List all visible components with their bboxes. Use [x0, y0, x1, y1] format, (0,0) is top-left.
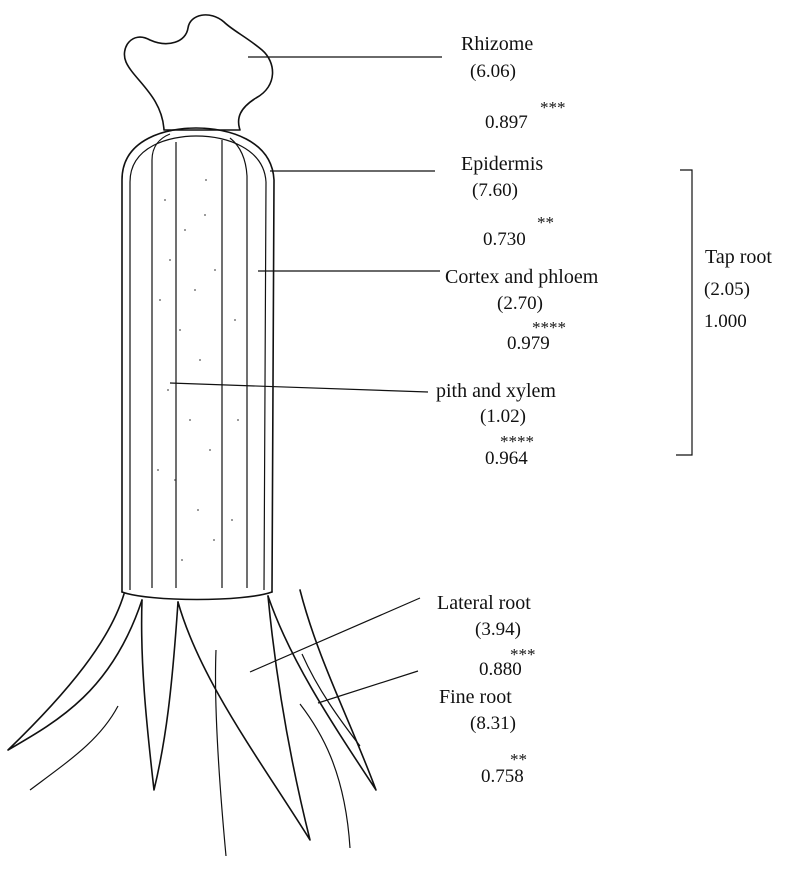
fine-root-4 — [302, 654, 360, 746]
lateral-corr: 0.880 — [479, 659, 522, 680]
leader-pith — [170, 383, 428, 392]
rhizome-name: Rhizome — [461, 33, 533, 55]
taproot-bracket — [676, 170, 692, 455]
pith-corr: 0.964 — [485, 448, 528, 469]
fine-root-1 — [30, 706, 118, 790]
lateral-ratio: (3.94) — [475, 619, 521, 640]
rhizome-ratio: (6.06) — [470, 61, 516, 82]
cortex-ratio: (2.70) — [497, 293, 543, 314]
rhizome-corr: 0.897 — [485, 112, 528, 133]
taproot-bottom-rim — [122, 592, 272, 600]
lateral-root-center — [178, 596, 310, 840]
cortex-name: Cortex and phloem — [445, 266, 599, 288]
epidermis-sig: ** — [537, 213, 554, 232]
lateral-root-center-left — [142, 600, 178, 790]
lateral-name: Lateral root — [437, 592, 531, 614]
lateral-root-left — [8, 594, 142, 750]
taproot-outline — [122, 128, 274, 592]
pith-name: pith and xylem — [436, 380, 556, 402]
fine-root-3 — [300, 704, 350, 848]
pith-ratio: (1.02) — [480, 406, 526, 427]
leader-lateral — [250, 598, 420, 672]
taproot-name: Tap root — [705, 246, 772, 268]
fine-name: Fine root — [439, 686, 512, 708]
cortex-line-left — [152, 134, 170, 588]
rhizome-sig: *** — [540, 98, 566, 117]
epidermis-ratio: (7.60) — [472, 180, 518, 201]
taproot-ratio: (2.05) — [704, 279, 750, 300]
epidermis-name: Epidermis — [461, 153, 543, 175]
pith-stipple — [157, 179, 239, 561]
fine-ratio: (8.31) — [470, 713, 516, 734]
fine-root-2 — [215, 650, 226, 856]
cortex-corr: 0.979 — [507, 333, 550, 354]
epidermis-corr: 0.730 — [483, 229, 526, 250]
taproot-corr: 1.000 — [704, 311, 747, 332]
epidermis-inner-line — [130, 136, 266, 590]
rhizome-shape — [124, 15, 272, 130]
fine-corr: 0.758 — [481, 766, 524, 787]
